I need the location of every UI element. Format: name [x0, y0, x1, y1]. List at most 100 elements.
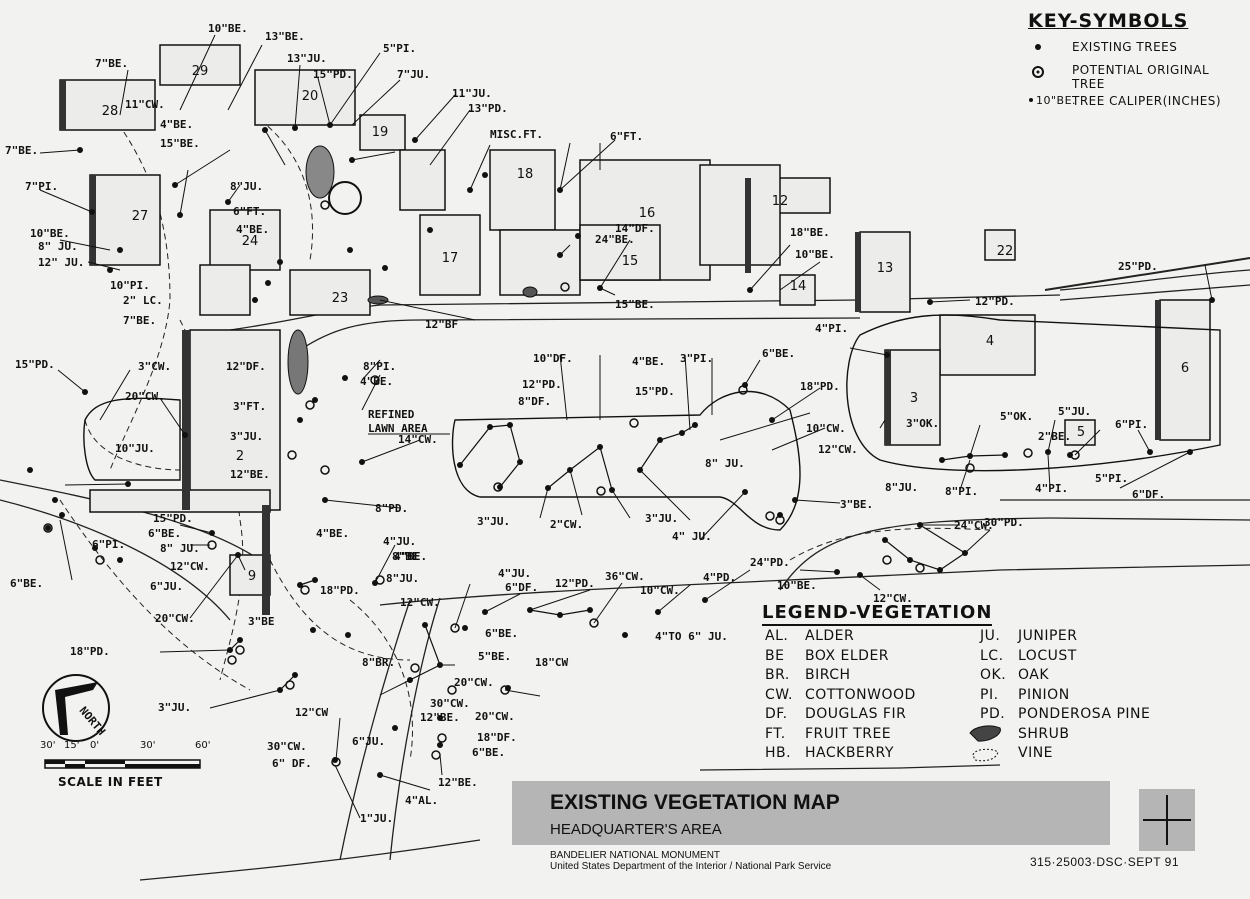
tree-label: 12"BF	[425, 318, 458, 331]
legend-row: BE BOX ELDER	[765, 648, 889, 664]
tree-label: 6"BE.	[148, 527, 181, 540]
tree-label: 6"BE.	[472, 746, 505, 759]
tree-label: 4"PI.	[1035, 482, 1068, 495]
tree-label: 3"BE.	[840, 498, 873, 511]
tree-label: 1"JU.	[360, 812, 393, 825]
tree-label: 4"JU.	[383, 535, 416, 548]
tree-label: 12"CW.	[818, 443, 858, 456]
tree-label: 4"PI.	[815, 322, 848, 335]
tree-label: 12"DF.	[226, 360, 266, 373]
legend-row: CW.COTTONWOOD	[765, 687, 916, 703]
building-number: 2	[236, 449, 244, 464]
refined-lawn-area-label: REFINED LAWN AREA	[368, 408, 450, 435]
svg-text:LAWN AREA: LAWN AREA	[368, 422, 428, 435]
tree-label: 10"BE.	[30, 227, 70, 240]
tree-label: 12"CW.	[873, 592, 913, 605]
tree-label: 18"CW	[535, 656, 568, 669]
agency-info: BANDELIER NATIONAL MONUMENT United State…	[550, 850, 831, 872]
tree-label: 13"BE.	[265, 30, 305, 43]
legend-name: VINE	[1018, 745, 1054, 761]
tree-label: 6"JU.	[352, 735, 385, 748]
tree-label: 4"BE.	[316, 527, 349, 540]
legend-name: FRUIT TREE	[805, 725, 892, 742]
tree-label: 4"BE.	[160, 118, 193, 131]
legend-row: BR.BIRCH	[765, 667, 851, 683]
tree-label: 6"DF.	[1132, 488, 1165, 501]
tree-label: 8"PI.	[363, 360, 396, 373]
tree-label: 18"PD.	[70, 645, 110, 658]
building-shading	[60, 80, 1161, 615]
scale-bar	[44, 759, 201, 769]
tree-label: 14"DF.	[615, 222, 655, 235]
tree-label: 8" JU.	[160, 542, 200, 555]
tree-label: 3"FT.	[233, 400, 266, 413]
legend-abbr: CW.	[765, 686, 793, 703]
tree-label: 18"PD.	[800, 380, 840, 393]
key-existing-trees: EXISTING TREES	[1072, 40, 1178, 54]
tree-label: 20"CW.	[454, 676, 494, 689]
tree-label: 6"BE.	[485, 627, 518, 640]
legend-abbr: AL.	[765, 628, 789, 644]
tree-label: 25"PD.	[1118, 260, 1158, 273]
building-number: 3	[910, 391, 918, 406]
agency-line-2: United States Department of the Interior…	[550, 861, 832, 872]
legend-name: LOCUST	[1018, 647, 1077, 664]
north-arrow: NORTH	[42, 674, 110, 742]
building-number: 14	[790, 279, 807, 294]
legend-row: PI.PINION	[980, 687, 1070, 703]
legend-row: PD.PONDEROSA PINE	[980, 706, 1150, 722]
tree-label: 5"PI.	[383, 42, 416, 55]
tree-label: 13"PD.	[468, 102, 508, 115]
tree-label: 4" JU.	[672, 530, 712, 543]
road-lines	[0, 257, 1250, 881]
tree-label: 12"BE.	[438, 776, 478, 789]
tree-label: 8" JU.	[38, 240, 78, 253]
building-number: 13	[877, 261, 894, 276]
legend-abbr: OK.	[980, 667, 1007, 683]
tree-label: 8"JU.	[885, 481, 918, 494]
tree-label: 30"PD.	[984, 516, 1024, 529]
legend-abbr: JU.	[980, 628, 1001, 644]
legend-abbr: BE	[765, 647, 785, 664]
tree-label: 12"CW.	[400, 596, 440, 609]
legend-name: OAK	[1018, 667, 1050, 683]
legend-title: LEGEND-VEGETATION	[762, 602, 993, 626]
tree-label: 8"BE	[392, 550, 419, 563]
building-number: 6	[1181, 361, 1189, 376]
tree-label: 2"CW.	[550, 518, 583, 531]
tree-label: 18"BE.	[790, 226, 830, 239]
lawn-outlines	[83, 314, 1221, 531]
tree-label: 4"BE.	[236, 223, 269, 236]
crosshair-vertical	[1166, 795, 1168, 845]
building-number: 16	[639, 206, 656, 221]
tree-label: 4"PD.	[703, 571, 736, 584]
tree-label: 18"PD.	[320, 584, 360, 597]
tree-label: 2"BE.	[1038, 430, 1071, 443]
legend-name: BOX ELDER	[805, 647, 890, 664]
building-number: 24	[242, 234, 259, 249]
tree-label: 3"JU.	[645, 512, 678, 525]
tree-label: 3"CW.	[138, 360, 171, 373]
tree-cluster-lines	[229, 424, 1006, 691]
legend-row: JU.JUNIPER	[980, 628, 1078, 644]
tree-label: 10"DF.	[533, 352, 573, 365]
tree-label: 8"DF.	[518, 395, 551, 408]
tree-label: 8"JU.	[386, 572, 419, 585]
tree-label: 20"CW.	[475, 710, 515, 723]
tree-label: 12"PD.	[522, 378, 562, 391]
tree-label: 6" DF.	[272, 757, 312, 770]
key-caliper-example: 10"BE.	[1036, 94, 1077, 107]
tree-label: 10"BE.	[777, 579, 817, 592]
building-number: 22	[997, 244, 1014, 259]
building-number: 27	[132, 209, 149, 224]
tree-label: 15"BE.	[160, 137, 200, 150]
legend-name: ALDER	[805, 628, 855, 644]
tree-label: 7"PI.	[25, 180, 58, 193]
tree-label: 11"JU.	[452, 87, 492, 100]
building-number: 20	[302, 89, 319, 104]
tree-label: 20"CW.	[155, 612, 195, 625]
tree-label: 12"PD.	[975, 295, 1015, 308]
map-subtitle: HEADQUARTER'S AREA	[550, 821, 722, 838]
tree-label: 8"JU.	[230, 180, 263, 193]
